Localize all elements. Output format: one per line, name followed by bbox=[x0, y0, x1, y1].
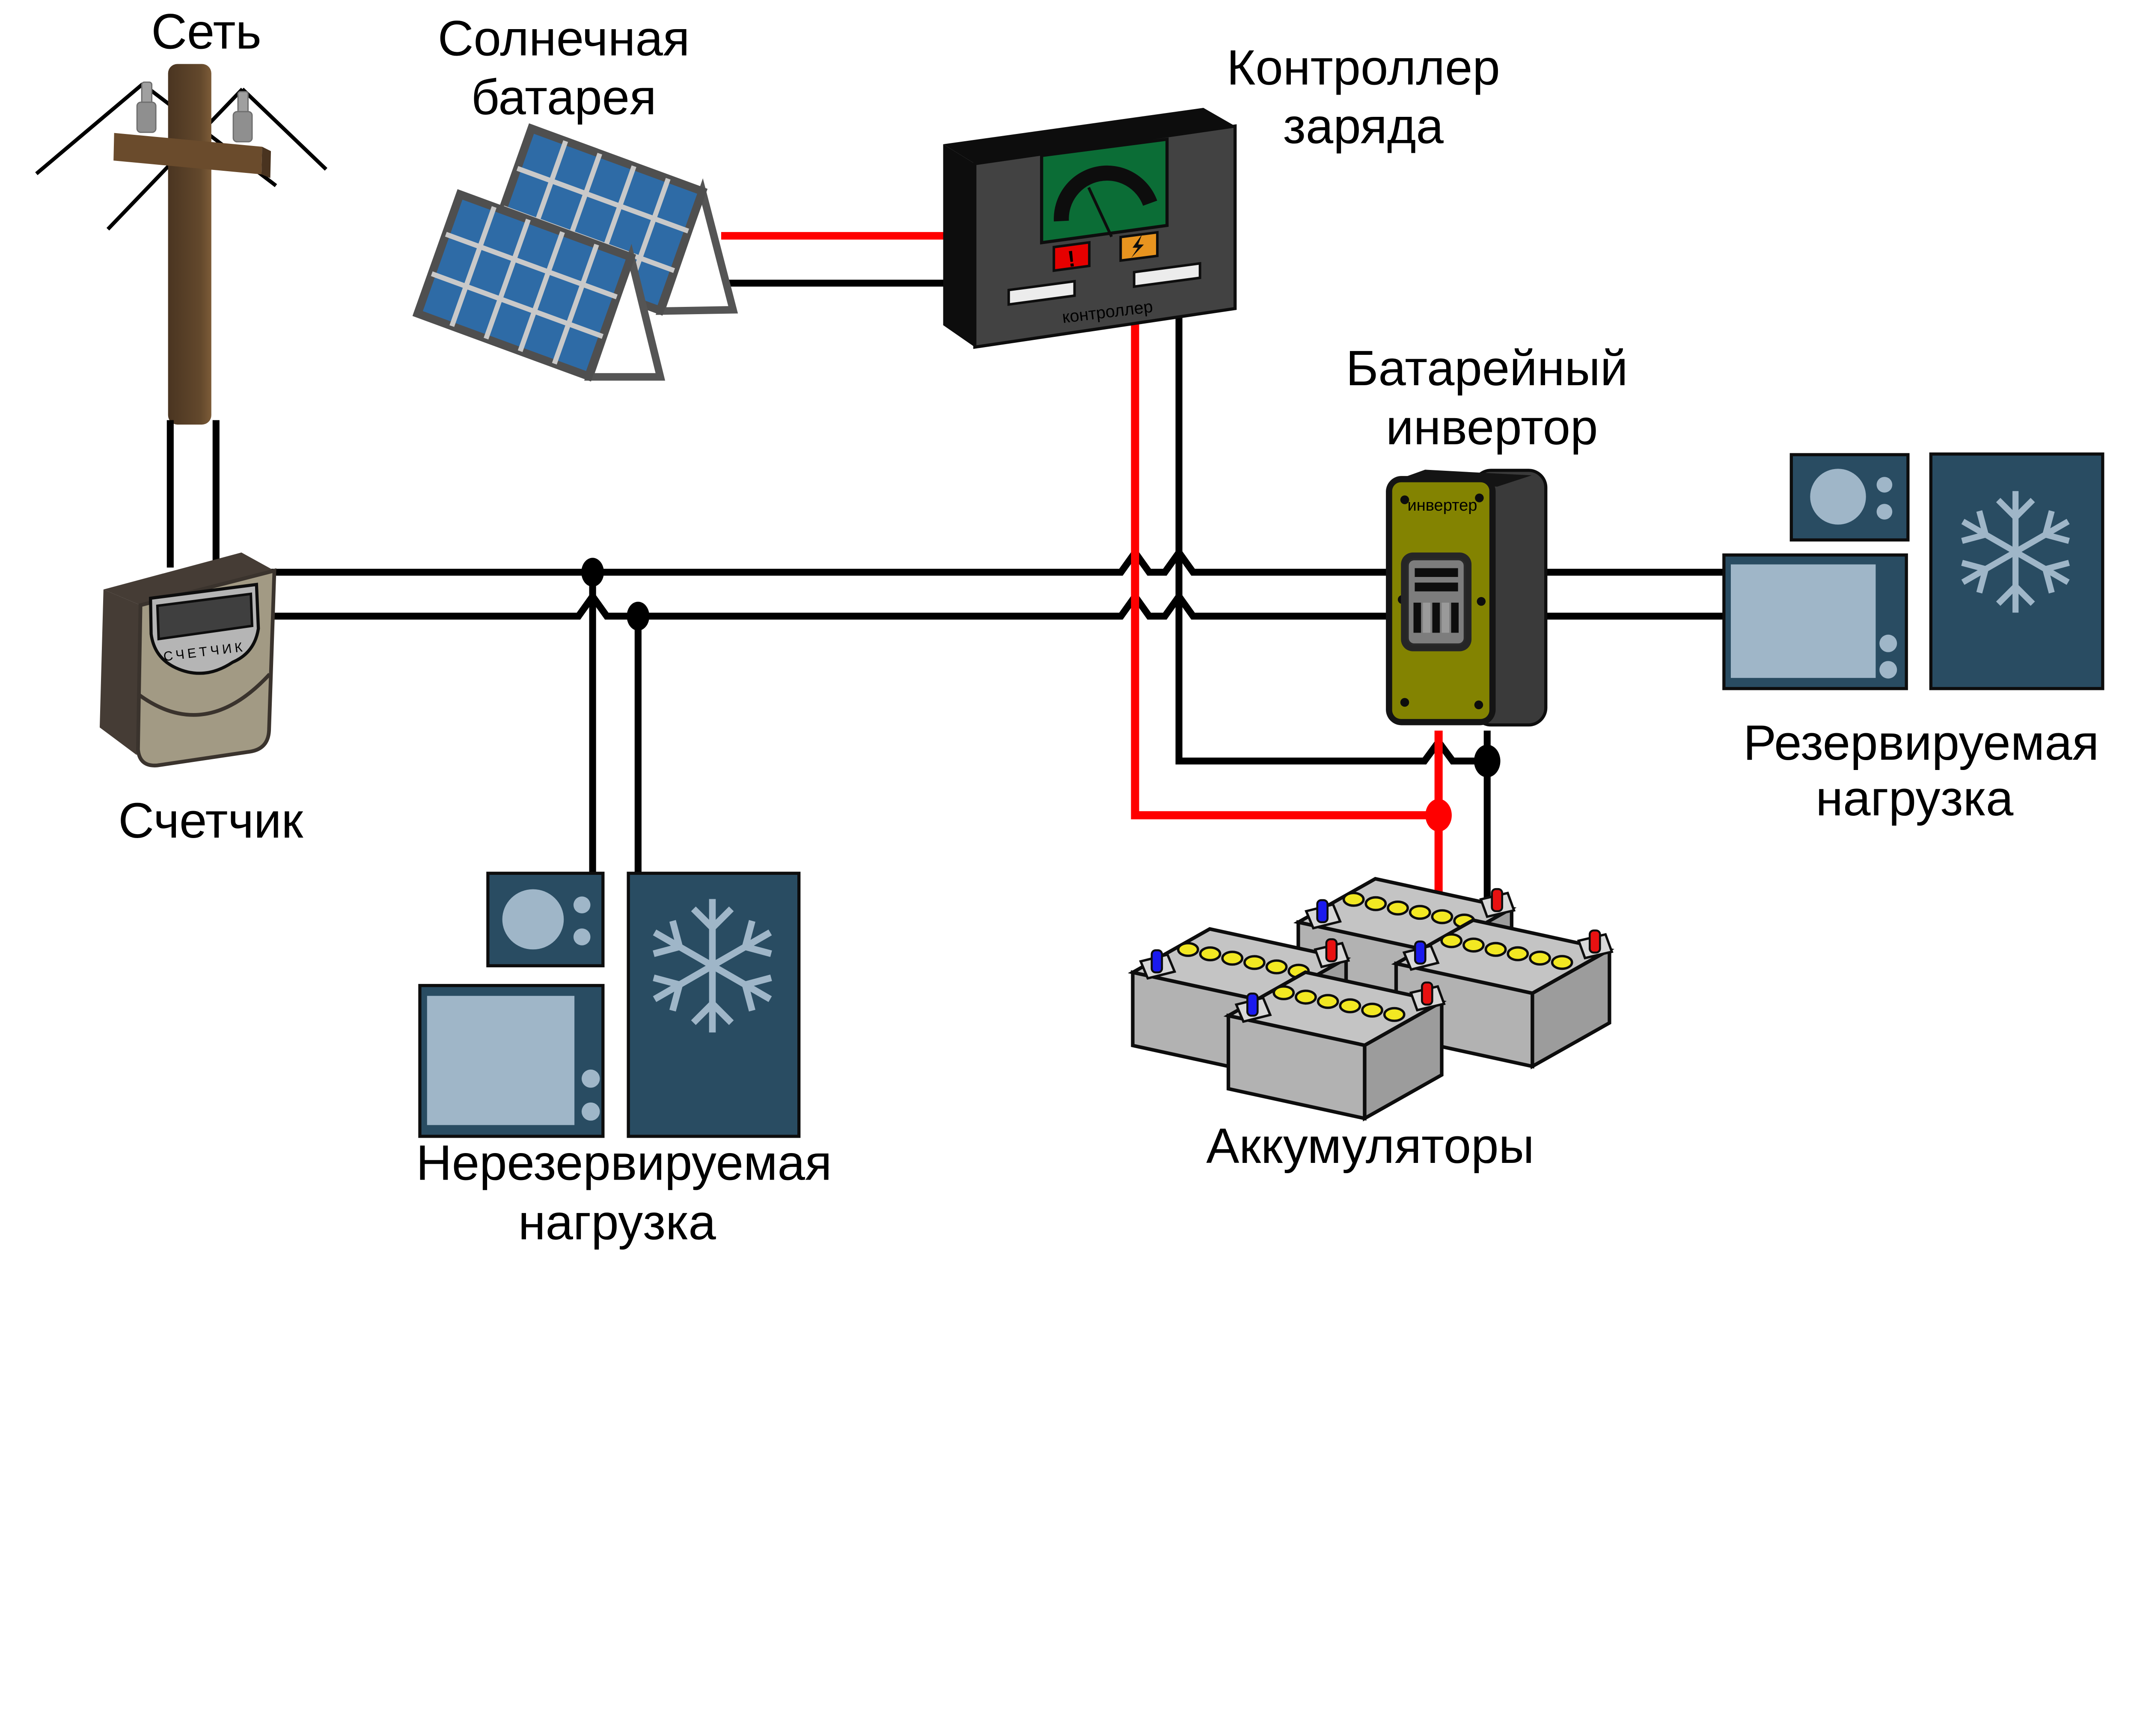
knob-dot bbox=[573, 928, 591, 945]
label-controller-2: заряда bbox=[1283, 98, 1444, 154]
meter-display bbox=[156, 592, 254, 641]
backup-load bbox=[1722, 452, 2104, 690]
knob-dot bbox=[1876, 477, 1893, 493]
label-solar-1: Солнечная bbox=[438, 10, 690, 66]
knob-dot bbox=[1879, 661, 1897, 679]
screen-icon bbox=[427, 996, 575, 1125]
warning-lamp bbox=[1052, 241, 1091, 272]
nonbackup-load bbox=[418, 871, 801, 1138]
analog-gauge-icon bbox=[1054, 165, 1157, 222]
label-backup-1: Резервируемая bbox=[1743, 715, 2099, 770]
label-nonbackup-1: Нерезервируемая bbox=[416, 1135, 832, 1190]
meter-belly-line bbox=[137, 673, 271, 717]
meter-top bbox=[103, 552, 275, 605]
knob-dot bbox=[581, 1102, 600, 1121]
pole-trunk bbox=[168, 64, 211, 425]
controller-top bbox=[943, 108, 1235, 164]
controller-positive-wire bbox=[1131, 313, 1439, 820]
label-grid: Сеть bbox=[151, 3, 261, 59]
solar-panel-front bbox=[412, 189, 636, 382]
solar-panel-array bbox=[412, 123, 738, 382]
knob-dot bbox=[1879, 634, 1897, 652]
label-inverter-2: инвертор bbox=[1386, 399, 1598, 455]
knob-dot bbox=[581, 1069, 600, 1088]
pole-crossarm bbox=[113, 133, 262, 175]
label-controller-1: Контроллер bbox=[1227, 40, 1500, 95]
controller-negative-wire bbox=[1175, 310, 1487, 765]
pole-crossarm-end bbox=[261, 146, 271, 178]
gauge-needle bbox=[1087, 187, 1113, 238]
diagram-labels: Сеть Солнечная батарея Контроллер заряда… bbox=[118, 3, 2099, 1250]
power-outlet-icon bbox=[1401, 552, 1472, 651]
junction-dot-positive bbox=[1425, 799, 1452, 832]
burner-circle-icon bbox=[502, 889, 564, 950]
grid-pole bbox=[35, 64, 327, 425]
charge-controller: ! контроллер bbox=[943, 108, 1237, 349]
wiring-dc bbox=[719, 232, 1501, 935]
burner-circle-icon bbox=[1810, 469, 1866, 525]
label-backup-2: нагрузка bbox=[1816, 770, 2014, 826]
gauge-screen bbox=[1040, 137, 1169, 245]
junction-dot-negative bbox=[1474, 744, 1501, 778]
insulator-icon bbox=[232, 91, 253, 143]
battery-inverter: инвертер bbox=[1386, 469, 1548, 727]
knob-dot bbox=[573, 896, 591, 914]
controller-slot bbox=[1007, 279, 1076, 306]
lightning-bolt-icon bbox=[1131, 234, 1144, 258]
label-nonbackup-2: нагрузка bbox=[518, 1195, 716, 1250]
label-meter: Счетчик bbox=[118, 793, 303, 848]
insulator-icon bbox=[136, 81, 157, 133]
junction-dot bbox=[627, 601, 650, 631]
ac-bus-line-1 bbox=[271, 546, 1442, 576]
label-inverter-1: Батарейный bbox=[1346, 340, 1628, 396]
solar-backup-power-diagram: ! контроллер инвертер bbox=[35, 3, 2104, 1250]
electric-meter: СЧЕТЧИК bbox=[99, 552, 276, 767]
controller-slot bbox=[1132, 262, 1201, 288]
junction-dot bbox=[581, 558, 604, 587]
inverter-badge: инвертер bbox=[1407, 496, 1477, 514]
meter-side bbox=[99, 589, 141, 755]
controller-side bbox=[943, 144, 975, 347]
label-batteries: Аккумуляторы bbox=[1206, 1118, 1534, 1174]
label-solar-2: батарея bbox=[471, 69, 657, 125]
screen-icon bbox=[1730, 564, 1876, 678]
knob-dot bbox=[1876, 504, 1893, 520]
